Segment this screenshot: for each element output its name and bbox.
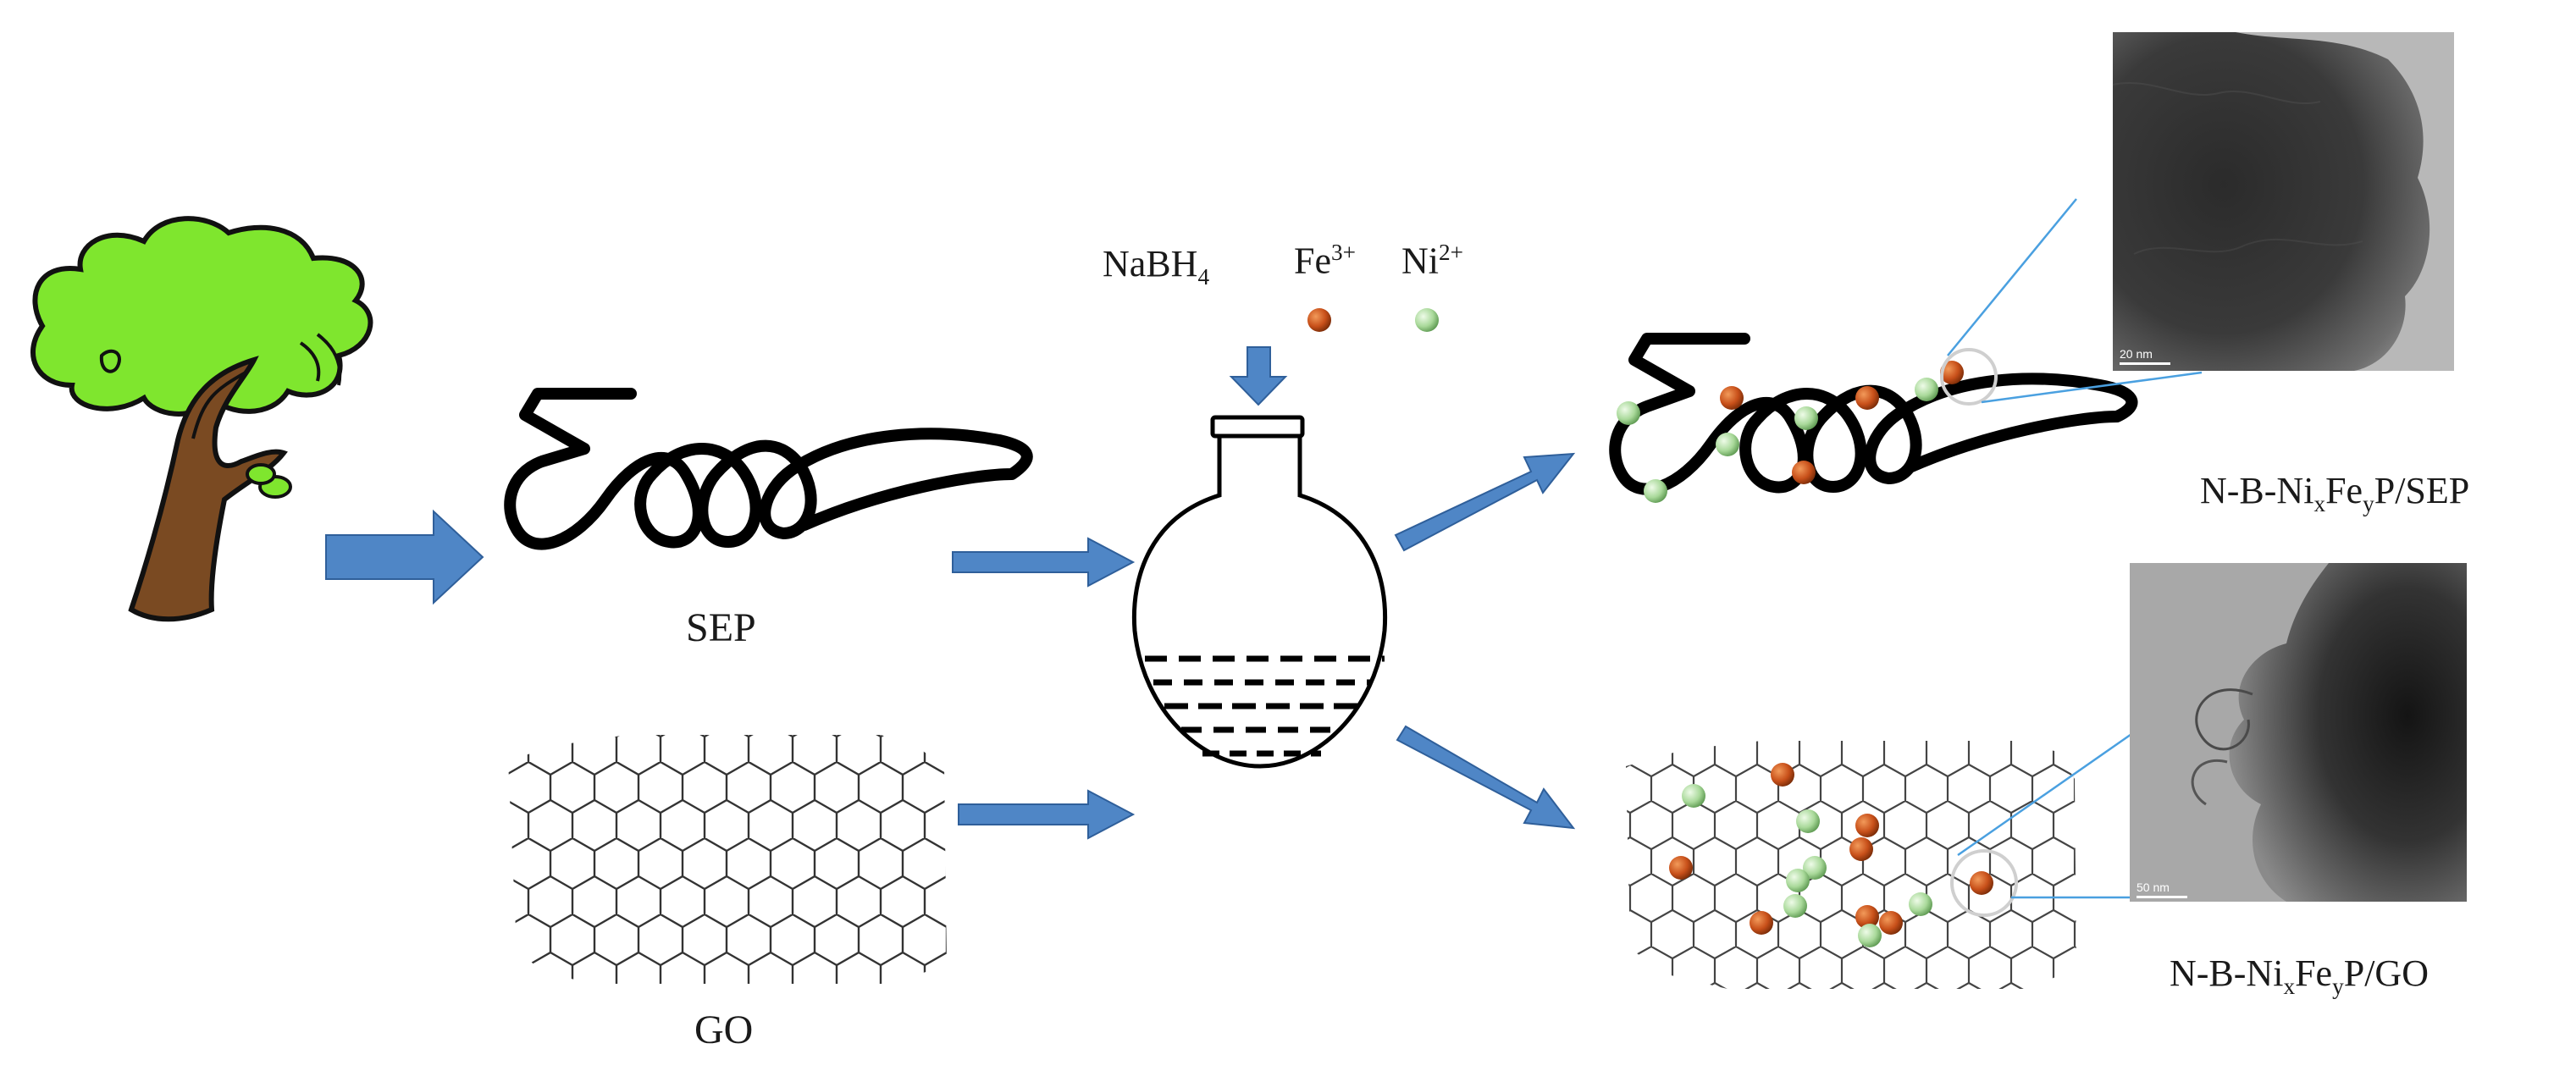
zoom-circle-bottom	[1950, 849, 2018, 917]
ni-particle	[1644, 479, 1667, 503]
tree-icon	[30, 216, 373, 622]
process-arrows	[325, 346, 1576, 840]
arrow-tree-to-sep	[325, 509, 484, 605]
tem-top-scale-text: 20 nm	[2120, 347, 2153, 361]
zoom-circle-top	[1940, 348, 1998, 406]
fe-particle	[1720, 386, 1744, 410]
ni-particle-legend	[1415, 308, 1439, 332]
scale-bar-line	[2137, 896, 2187, 898]
fe-particle	[1970, 871, 1993, 895]
sep-fiber-icon	[504, 388, 1033, 550]
tem-bottom-scale-bar: 50 nm	[2137, 881, 2187, 898]
arrow-flask-to-go-product	[1396, 725, 1576, 830]
fe-particle	[1855, 386, 1879, 410]
go-product-sheet-icon	[1626, 741, 2076, 989]
product-go-label: N-B-NixFeyP/GO	[2170, 952, 2429, 999]
sep-product-particles	[1617, 361, 1964, 503]
reaction-flask-icon	[1131, 415, 1388, 769]
ni-particle	[1716, 433, 1739, 456]
ni-particle	[1858, 924, 1882, 947]
tem-image-bottom	[2130, 563, 2467, 902]
arrow-reagent-to-flask	[1229, 346, 1288, 406]
ni-particle	[1915, 378, 1938, 401]
fe-particle	[1849, 837, 1873, 861]
ni-particle	[1682, 784, 1705, 808]
fe-particle	[1669, 856, 1693, 880]
tem-top-scale-bar: 20 nm	[2120, 347, 2170, 365]
fe-particle	[1792, 461, 1816, 484]
ni-particle	[1803, 856, 1827, 880]
arrow-sep-to-flask	[952, 537, 1136, 588]
ni-particle	[1796, 809, 1820, 833]
ni-particle	[1783, 894, 1807, 918]
scale-bar-line	[2120, 362, 2170, 365]
fe-particle-legend	[1307, 308, 1331, 332]
go-label: GO	[694, 1007, 754, 1052]
fe-particle	[1940, 361, 1964, 384]
fe-particle	[1879, 911, 1903, 935]
sep-label: SEP	[686, 605, 756, 650]
fe-particle	[1750, 911, 1773, 935]
fe-particle	[1855, 814, 1879, 837]
sep-product-fiber-icon	[1609, 333, 2138, 495]
ni-particle	[1794, 406, 1818, 430]
ni-particle	[1617, 401, 1640, 425]
reagent-nabh4-label: NaBH4	[1103, 243, 1210, 290]
arrow-go-to-flask	[958, 789, 1136, 840]
ni-particle	[1786, 869, 1810, 892]
ni-particle	[1909, 892, 1932, 916]
arrow-flask-to-sep-product	[1394, 452, 1576, 552]
product-sep-label: N-B-NixFeyP/SEP	[2200, 470, 2470, 516]
ion-ni-label: Ni2+	[1401, 240, 1464, 282]
tem-bottom-scale-text: 50 nm	[2137, 881, 2170, 894]
ion-fe-label: Fe3+	[1294, 240, 1357, 282]
fe-particle	[1771, 763, 1794, 787]
graphene-oxide-sheet-icon	[508, 735, 947, 984]
go-product-particles	[1669, 763, 1993, 947]
tem-image-top	[2112, 32, 2454, 371]
fe-particle	[1855, 905, 1879, 929]
